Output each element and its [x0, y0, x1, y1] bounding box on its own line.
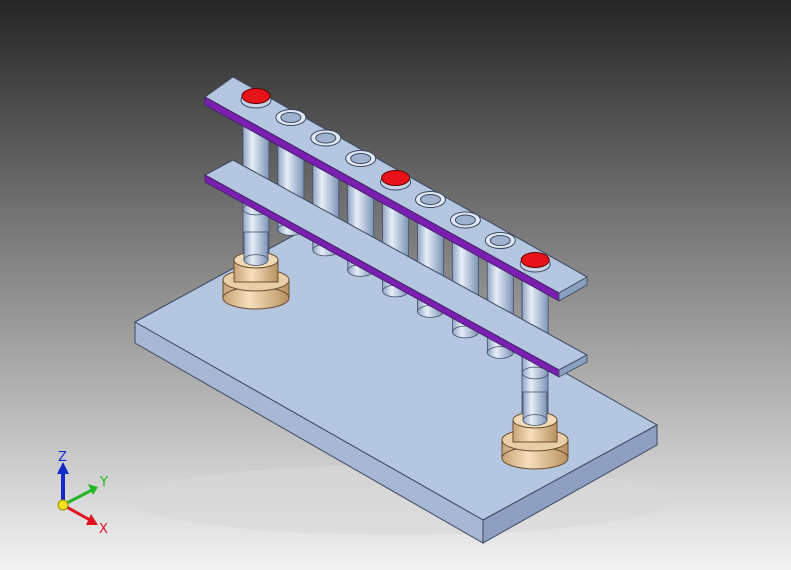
axis-triad: Z Y X	[57, 450, 108, 537]
y-axis-label: Y	[99, 475, 108, 490]
tube-opening[interactable]	[449, 211, 481, 229]
tube-opening[interactable]	[415, 191, 446, 208]
z-arrow-icon	[57, 462, 69, 474]
tube-opening[interactable]	[484, 232, 516, 249]
tube-opening[interactable]	[310, 129, 342, 147]
bushing	[222, 231, 290, 310]
red-cap[interactable]	[240, 88, 272, 109]
tube-opening[interactable]	[345, 150, 377, 167]
red-cap[interactable]	[519, 252, 551, 273]
support-column-stub	[243, 231, 269, 266]
x-axis-label: X	[99, 522, 108, 537]
red-cap[interactable]	[380, 170, 412, 191]
support-column-stub	[522, 391, 548, 426]
middle-rack-plate[interactable]	[203, 159, 589, 378]
z-axis-label: Z	[58, 450, 67, 465]
tube-openings	[240, 88, 551, 273]
x-arrow-icon	[86, 514, 98, 525]
y-arrow-icon	[88, 484, 98, 495]
tube-opening[interactable]	[275, 109, 307, 126]
bushing	[501, 391, 569, 470]
